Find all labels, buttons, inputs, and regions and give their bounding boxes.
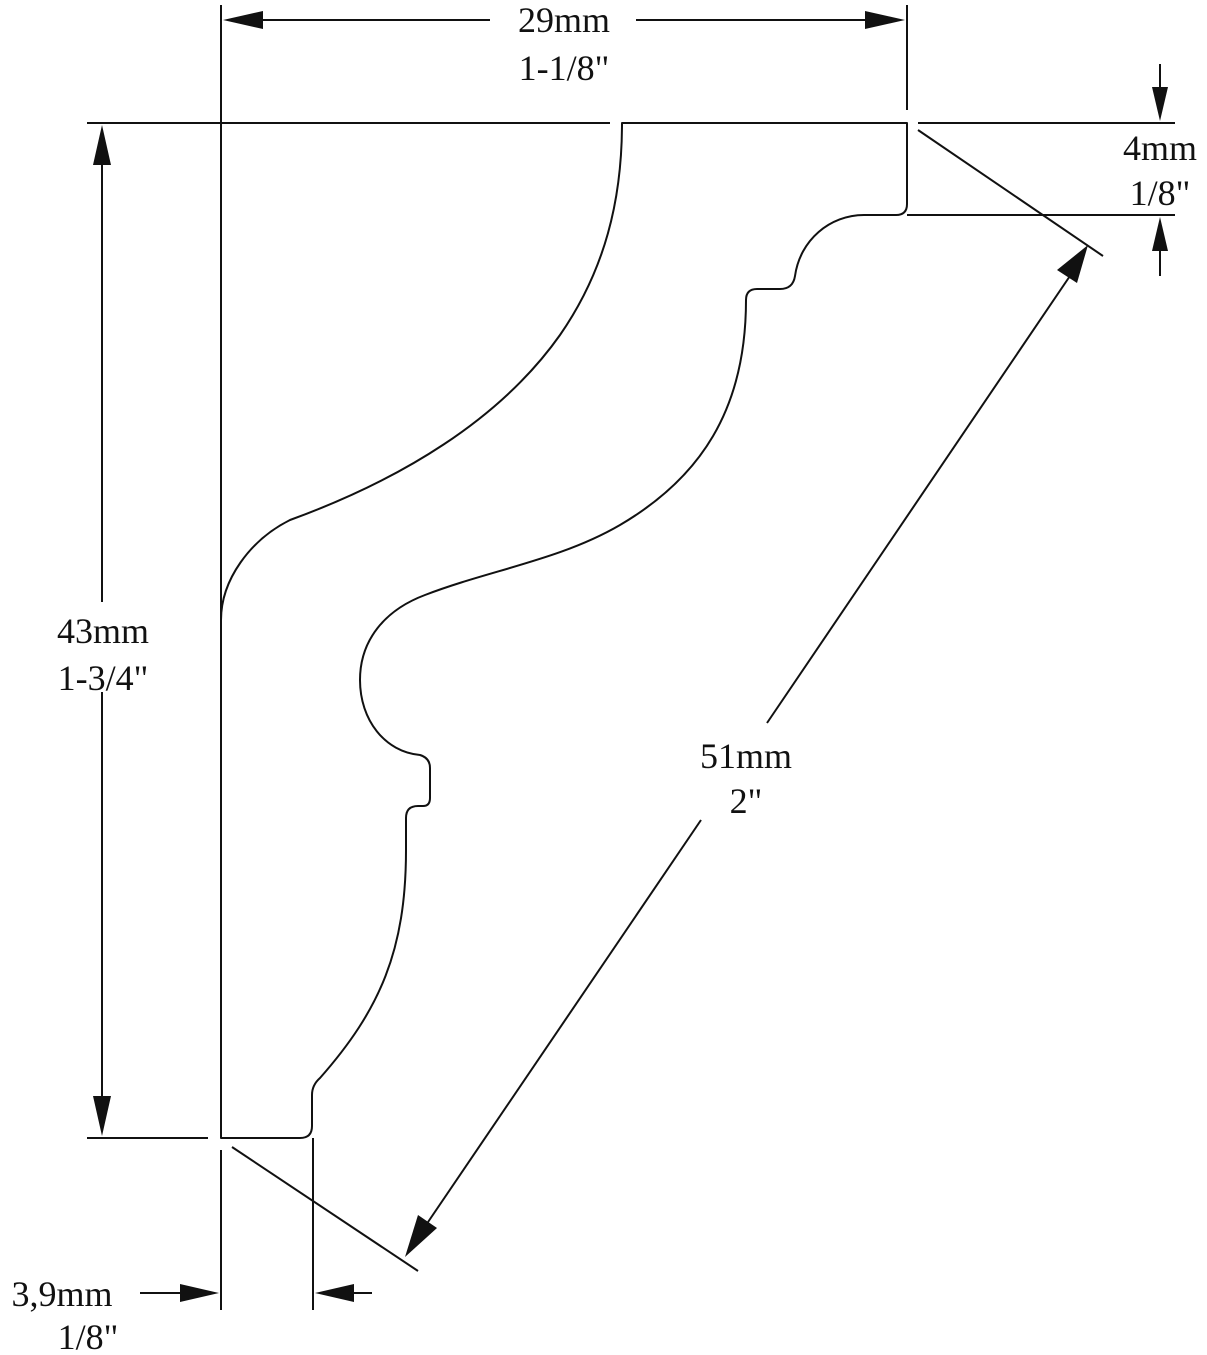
height-arrow-bottom	[93, 1096, 111, 1136]
diagonal-metric-label: 51mm	[700, 736, 792, 776]
width-arrow-right	[865, 11, 905, 29]
height-metric-label: 43mm	[57, 611, 149, 651]
width-arrow-left	[223, 11, 263, 29]
top-edge-arrow-down	[1152, 87, 1168, 121]
diagonal-imperial-label: 2"	[730, 781, 763, 821]
bottom-edge-metric-label: 3,9mm	[11, 1274, 112, 1314]
diagonal-dimension-line-lower	[425, 819, 702, 1226]
height-arrow-top	[93, 125, 111, 165]
width-metric-label: 29mm	[518, 0, 610, 40]
diagonal-arrow-top	[1057, 245, 1088, 283]
bottom-edge-imperial-label: 1/8"	[58, 1317, 119, 1355]
diagonal-dimension-line-upper	[766, 269, 1075, 724]
top-edge-imperial-label: 1/8"	[1130, 173, 1191, 213]
top-edge-metric-label: 4mm	[1123, 128, 1197, 168]
diagonal-extension-bottom	[231, 1146, 419, 1272]
width-imperial-label: 1-1/8"	[519, 48, 610, 88]
top-edge-arrow-up	[1152, 217, 1168, 251]
diagonal-extension-top	[917, 129, 1104, 257]
bottom-edge-arrow-right	[180, 1284, 219, 1302]
molding-profile	[220, 122, 908, 1139]
height-imperial-label: 1-3/4"	[58, 658, 149, 698]
bottom-edge-arrow-left	[315, 1284, 354, 1302]
diagonal-arrow-bottom	[405, 1215, 437, 1257]
